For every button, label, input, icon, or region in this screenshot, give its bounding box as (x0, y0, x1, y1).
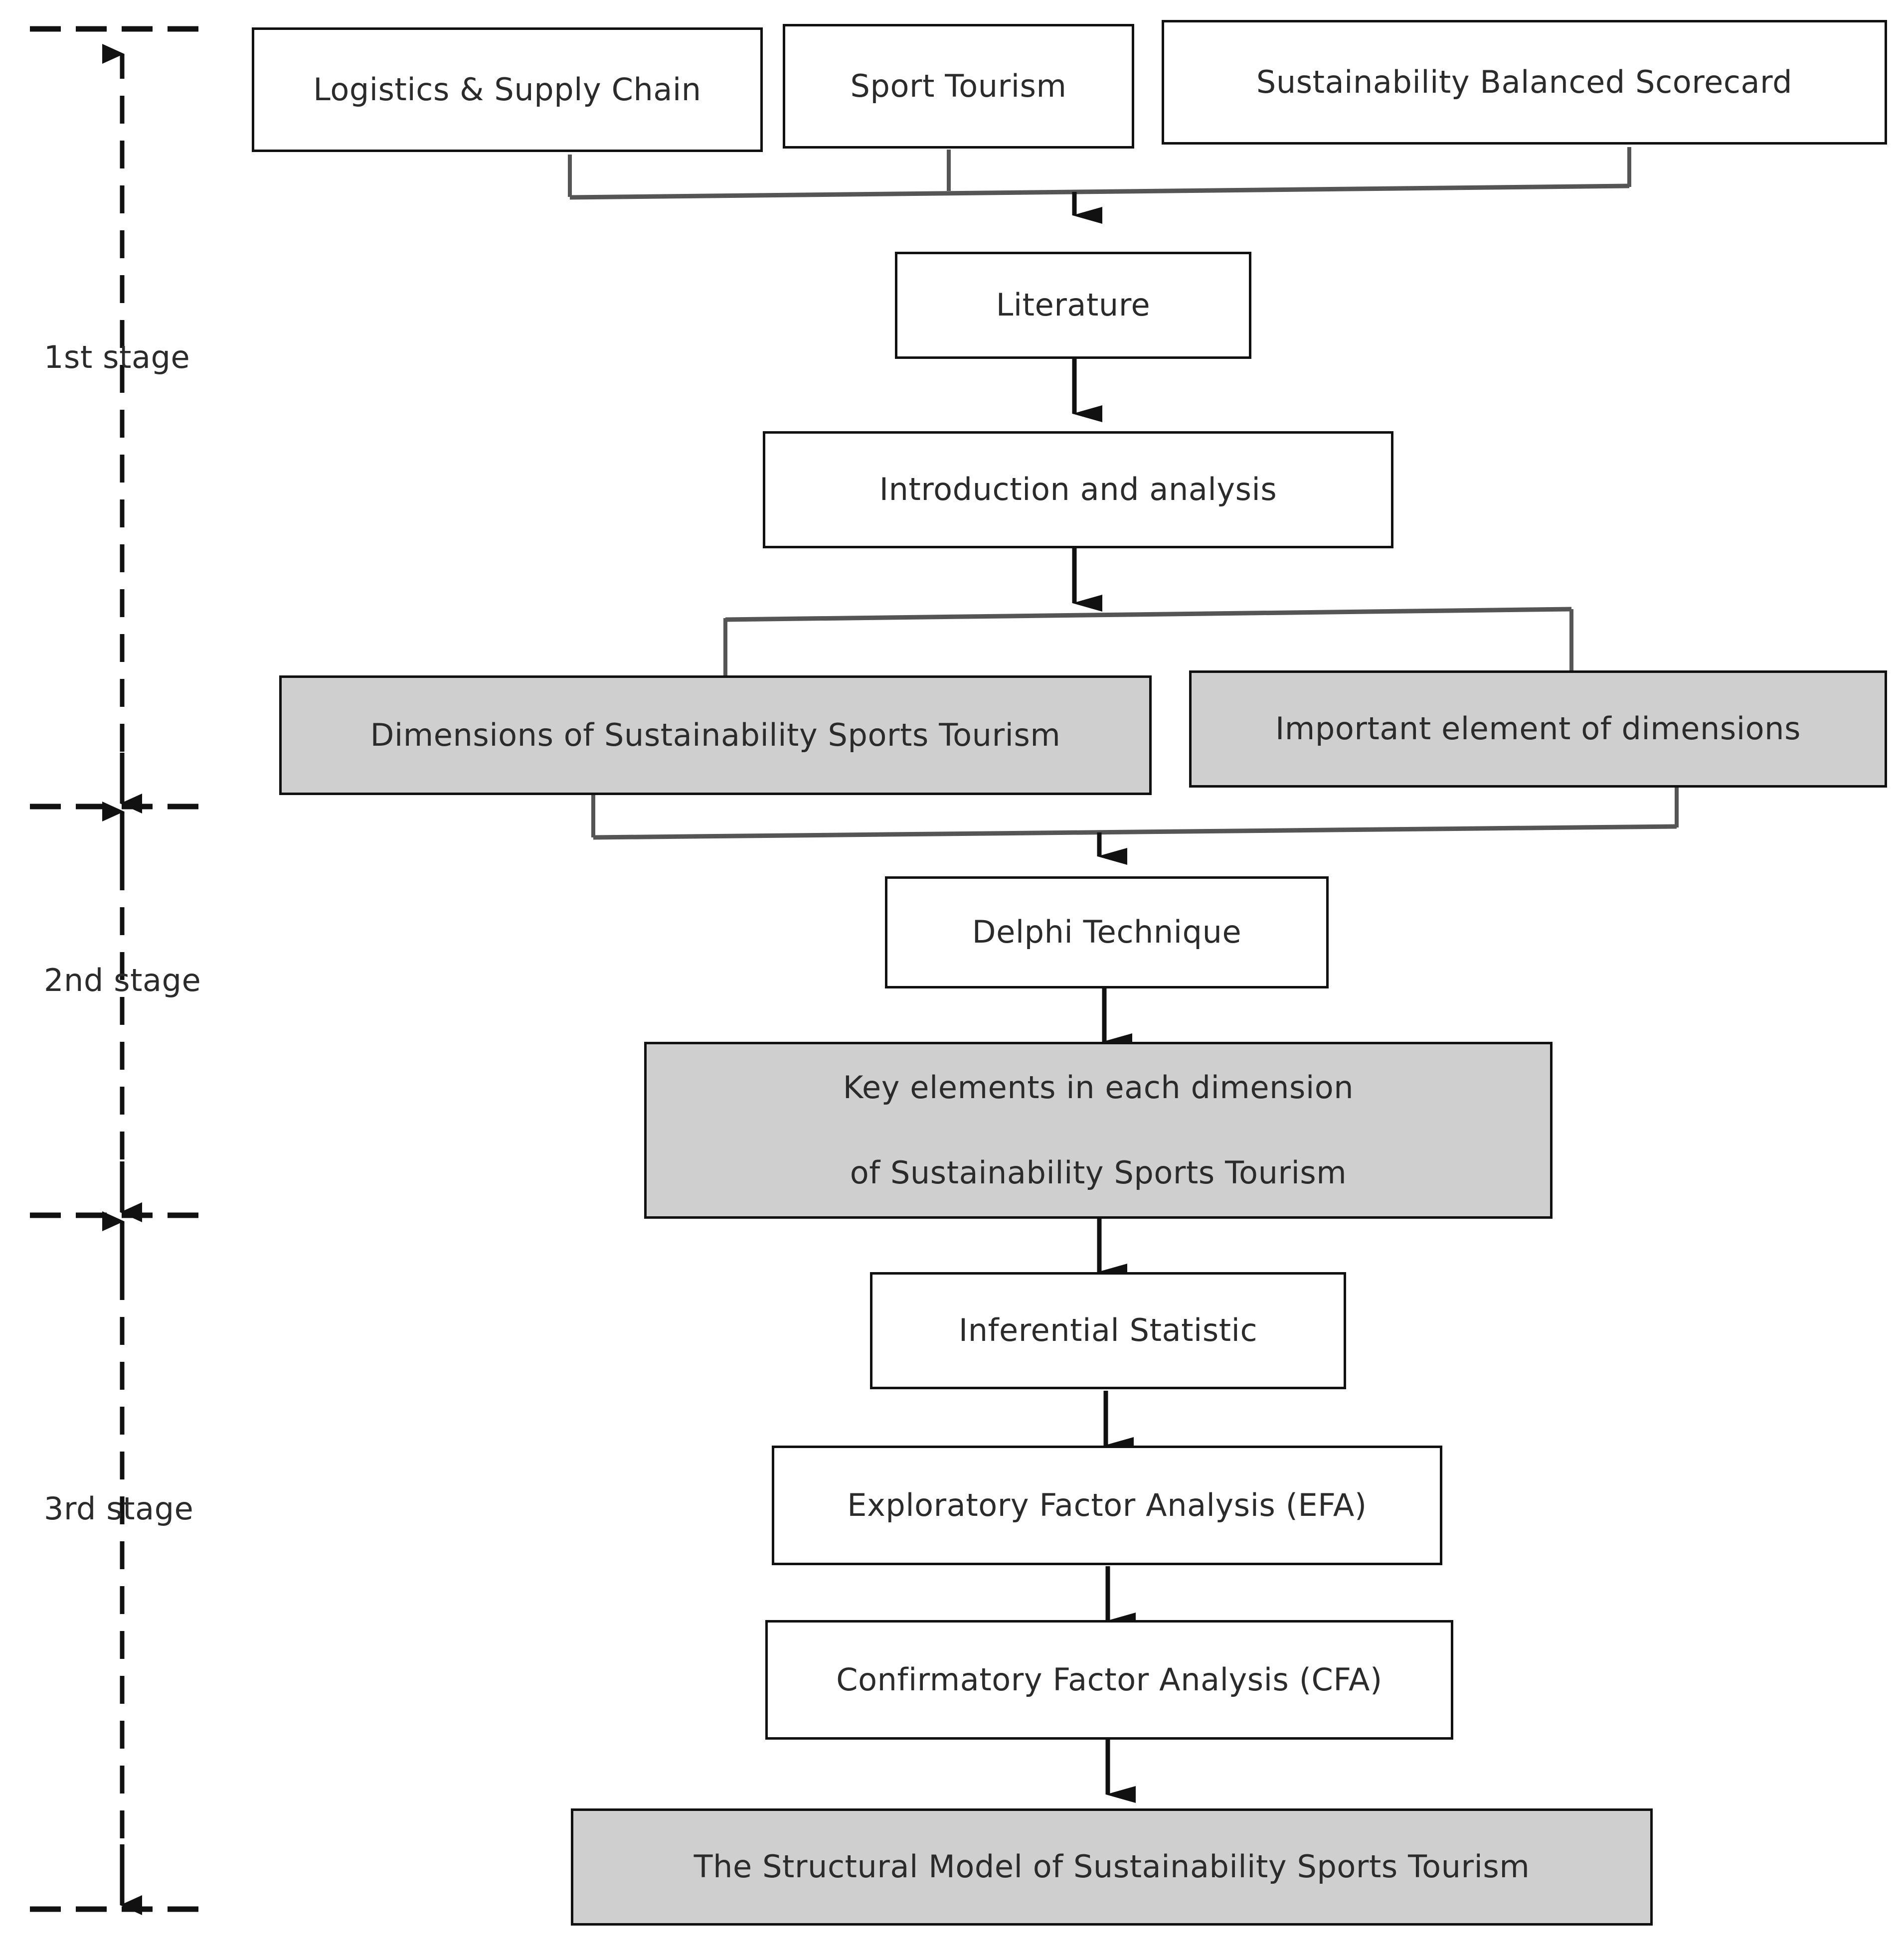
node-exploratory-factor-analysis[interactable]: Exploratory Factor Analysis (EFA) (772, 1446, 1442, 1565)
node-label-line-2: of Sustainability Sports Tourism (850, 1154, 1347, 1191)
merge-bus-top (569, 183, 1630, 200)
node-label: Delphi Technique (972, 914, 1242, 951)
node-label: Exploratory Factor Analysis (EFA) (847, 1486, 1367, 1523)
connector-dimensions-to-delphi (591, 786, 1679, 865)
node-label: Dimensions of Sustainability Sports Tour… (370, 716, 1061, 753)
split-bus (725, 607, 1572, 622)
node-dimensions-of-sustainability-sports-tourism[interactable]: Dimensions of Sustainability Sports Tour… (279, 675, 1152, 795)
dim-merge-bus (593, 824, 1677, 840)
node-literature[interactable]: Literature (895, 252, 1251, 359)
node-label: Important element of dimensions (1275, 710, 1801, 747)
node-label: Confirmatory Factor Analysis (CFA) (836, 1661, 1383, 1698)
node-introduction-and-analysis[interactable]: Introduction and analysis (763, 431, 1393, 548)
node-label: Sustainability Balanced Scorecard (1256, 63, 1793, 100)
connector-sources-to-literature (568, 147, 1631, 224)
stage-label-2nd: 2nd stage (44, 962, 201, 998)
node-delphi-technique[interactable]: Delphi Technique (885, 876, 1329, 988)
node-label: Introduction and analysis (879, 471, 1277, 508)
node-structural-model-of-sustainability-sports-tourism[interactable]: The Structural Model of Sustainability S… (571, 1808, 1653, 1926)
node-key-elements-in-each-dimension[interactable]: Key elements in each dimension of Sustai… (644, 1042, 1553, 1219)
node-confirmatory-factor-analysis[interactable]: Confirmatory Factor Analysis (CFA) (765, 1620, 1453, 1740)
node-label: Sport Tourism (850, 67, 1067, 104)
node-label: Inferential Statistic (958, 1312, 1258, 1349)
node-logistics-supply-chain[interactable]: Logistics & Supply Chain (252, 27, 763, 152)
node-label-line-1: Key elements in each dimension (843, 1069, 1354, 1106)
connector-introduction-to-dimensions (723, 547, 1573, 682)
node-sustainability-balanced-scorecard[interactable]: Sustainability Balanced Scorecard (1162, 20, 1887, 145)
node-label: Logistics & Supply Chain (313, 71, 701, 108)
stage-label-1st: 1st stage (44, 339, 190, 375)
stage-label-3rd: 3rd stage (44, 1490, 194, 1527)
node-label: Literature (996, 287, 1151, 324)
node-label: The Structural Model of Sustainability S… (693, 1848, 1530, 1885)
node-sport-tourism[interactable]: Sport Tourism (783, 24, 1134, 149)
node-inferential-statistic[interactable]: Inferential Statistic (870, 1272, 1346, 1389)
node-important-element-of-dimensions[interactable]: Important element of dimensions (1189, 670, 1887, 788)
